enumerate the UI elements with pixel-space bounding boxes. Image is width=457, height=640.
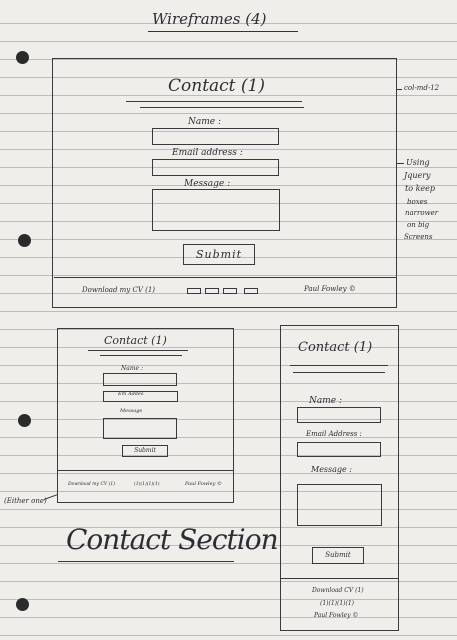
mobile-wireframe — [280, 325, 399, 631]
mobile-footer-name: Paul Fowley © — [314, 612, 359, 619]
annotation-jquery-5: narrower — [405, 209, 439, 217]
social-icon[interactable] — [223, 288, 237, 294]
mobile-heading: Contact (1) — [298, 340, 373, 355]
tablet-heading: Contact (1) — [104, 334, 167, 347]
social-icon[interactable] — [187, 288, 201, 294]
page-title: Wireframes (4) — [152, 10, 267, 28]
tablet-footer-name: Paul Fowley © — [185, 481, 222, 487]
desktop-message-label: Message : — [184, 179, 231, 189]
annotation-jquery-2: Jquery — [404, 171, 431, 180]
mobile-heading-rule — [293, 372, 385, 373]
desktop-wireframe — [52, 58, 397, 308]
desktop-name-field[interactable] — [152, 128, 279, 145]
tablet-wireframe — [57, 328, 234, 503]
tablet-footer-icons[interactable]: (1)(1)(1)(1) — [134, 482, 160, 487]
mobile-footer-icons[interactable]: (1)(1)(1)(1) — [320, 600, 354, 607]
annotation-arrow — [396, 163, 404, 164]
annotation-jquery-3: to keep — [405, 184, 436, 193]
desktop-footer-download[interactable]: Download my CV (1) — [82, 286, 156, 294]
annotation-either-one: (Either one) — [4, 497, 47, 505]
binder-hole — [18, 234, 31, 247]
desktop-email-field[interactable] — [152, 159, 279, 176]
tablet-heading-rule — [88, 350, 188, 351]
tablet-footer-download[interactable]: Download my CV (1) — [68, 482, 115, 487]
tablet-name-label: Name : — [121, 365, 143, 372]
mobile-footer-rule — [281, 578, 399, 579]
mobile-submit-button[interactable]: Submit — [312, 547, 364, 564]
tablet-footer-rule — [58, 470, 234, 471]
tablet-heading-rule — [100, 355, 182, 356]
tablet-email-label: Em Addes — [118, 391, 144, 397]
mobile-footer-download[interactable]: Download CV (1) — [312, 587, 364, 594]
mobile-name-label: Name : — [309, 396, 342, 406]
binder-hole — [16, 598, 29, 611]
desktop-email-label: Email address : — [172, 148, 243, 158]
desktop-footer-name: Paul Fowley © — [304, 285, 356, 293]
desktop-heading-rule — [140, 107, 304, 108]
desktop-heading: Contact (1) — [168, 76, 265, 96]
title-underline — [148, 31, 298, 32]
annotation-jquery-6: on big — [407, 221, 430, 229]
tablet-message-label: Message — [120, 408, 143, 414]
binder-hole — [18, 414, 31, 427]
caption-underline — [58, 561, 234, 562]
section-caption: Contact Section — [66, 523, 279, 556]
mobile-name-field[interactable] — [297, 407, 381, 423]
binder-hole — [16, 51, 29, 64]
annotation-col-md: col-md-12 — [404, 84, 440, 92]
annotation-jquery-7: Screens — [404, 233, 433, 241]
social-icon[interactable] — [244, 288, 258, 294]
annotation-arrow — [396, 89, 402, 90]
mobile-message-label: Message : — [311, 465, 352, 474]
mobile-email-label: Email Address : — [306, 430, 362, 438]
desktop-submit-button[interactable]: Submit — [183, 244, 255, 265]
desktop-message-field[interactable] — [152, 189, 280, 231]
mobile-email-field[interactable] — [297, 442, 381, 457]
mobile-message-field[interactable] — [297, 484, 382, 526]
tablet-email-field[interactable] — [103, 391, 178, 402]
desktop-footer-rule — [54, 277, 396, 278]
social-icon[interactable] — [205, 288, 219, 294]
mobile-heading-rule — [290, 365, 388, 366]
desktop-name-label: Name : — [188, 117, 221, 127]
desktop-heading-rule — [126, 101, 302, 102]
annotation-jquery-1: Using — [406, 158, 430, 167]
tablet-message-field[interactable] — [103, 418, 177, 439]
tablet-name-field[interactable] — [103, 373, 177, 386]
tablet-submit-button[interactable]: Submit — [122, 445, 168, 457]
annotation-jquery-4: boxes — [407, 198, 428, 206]
